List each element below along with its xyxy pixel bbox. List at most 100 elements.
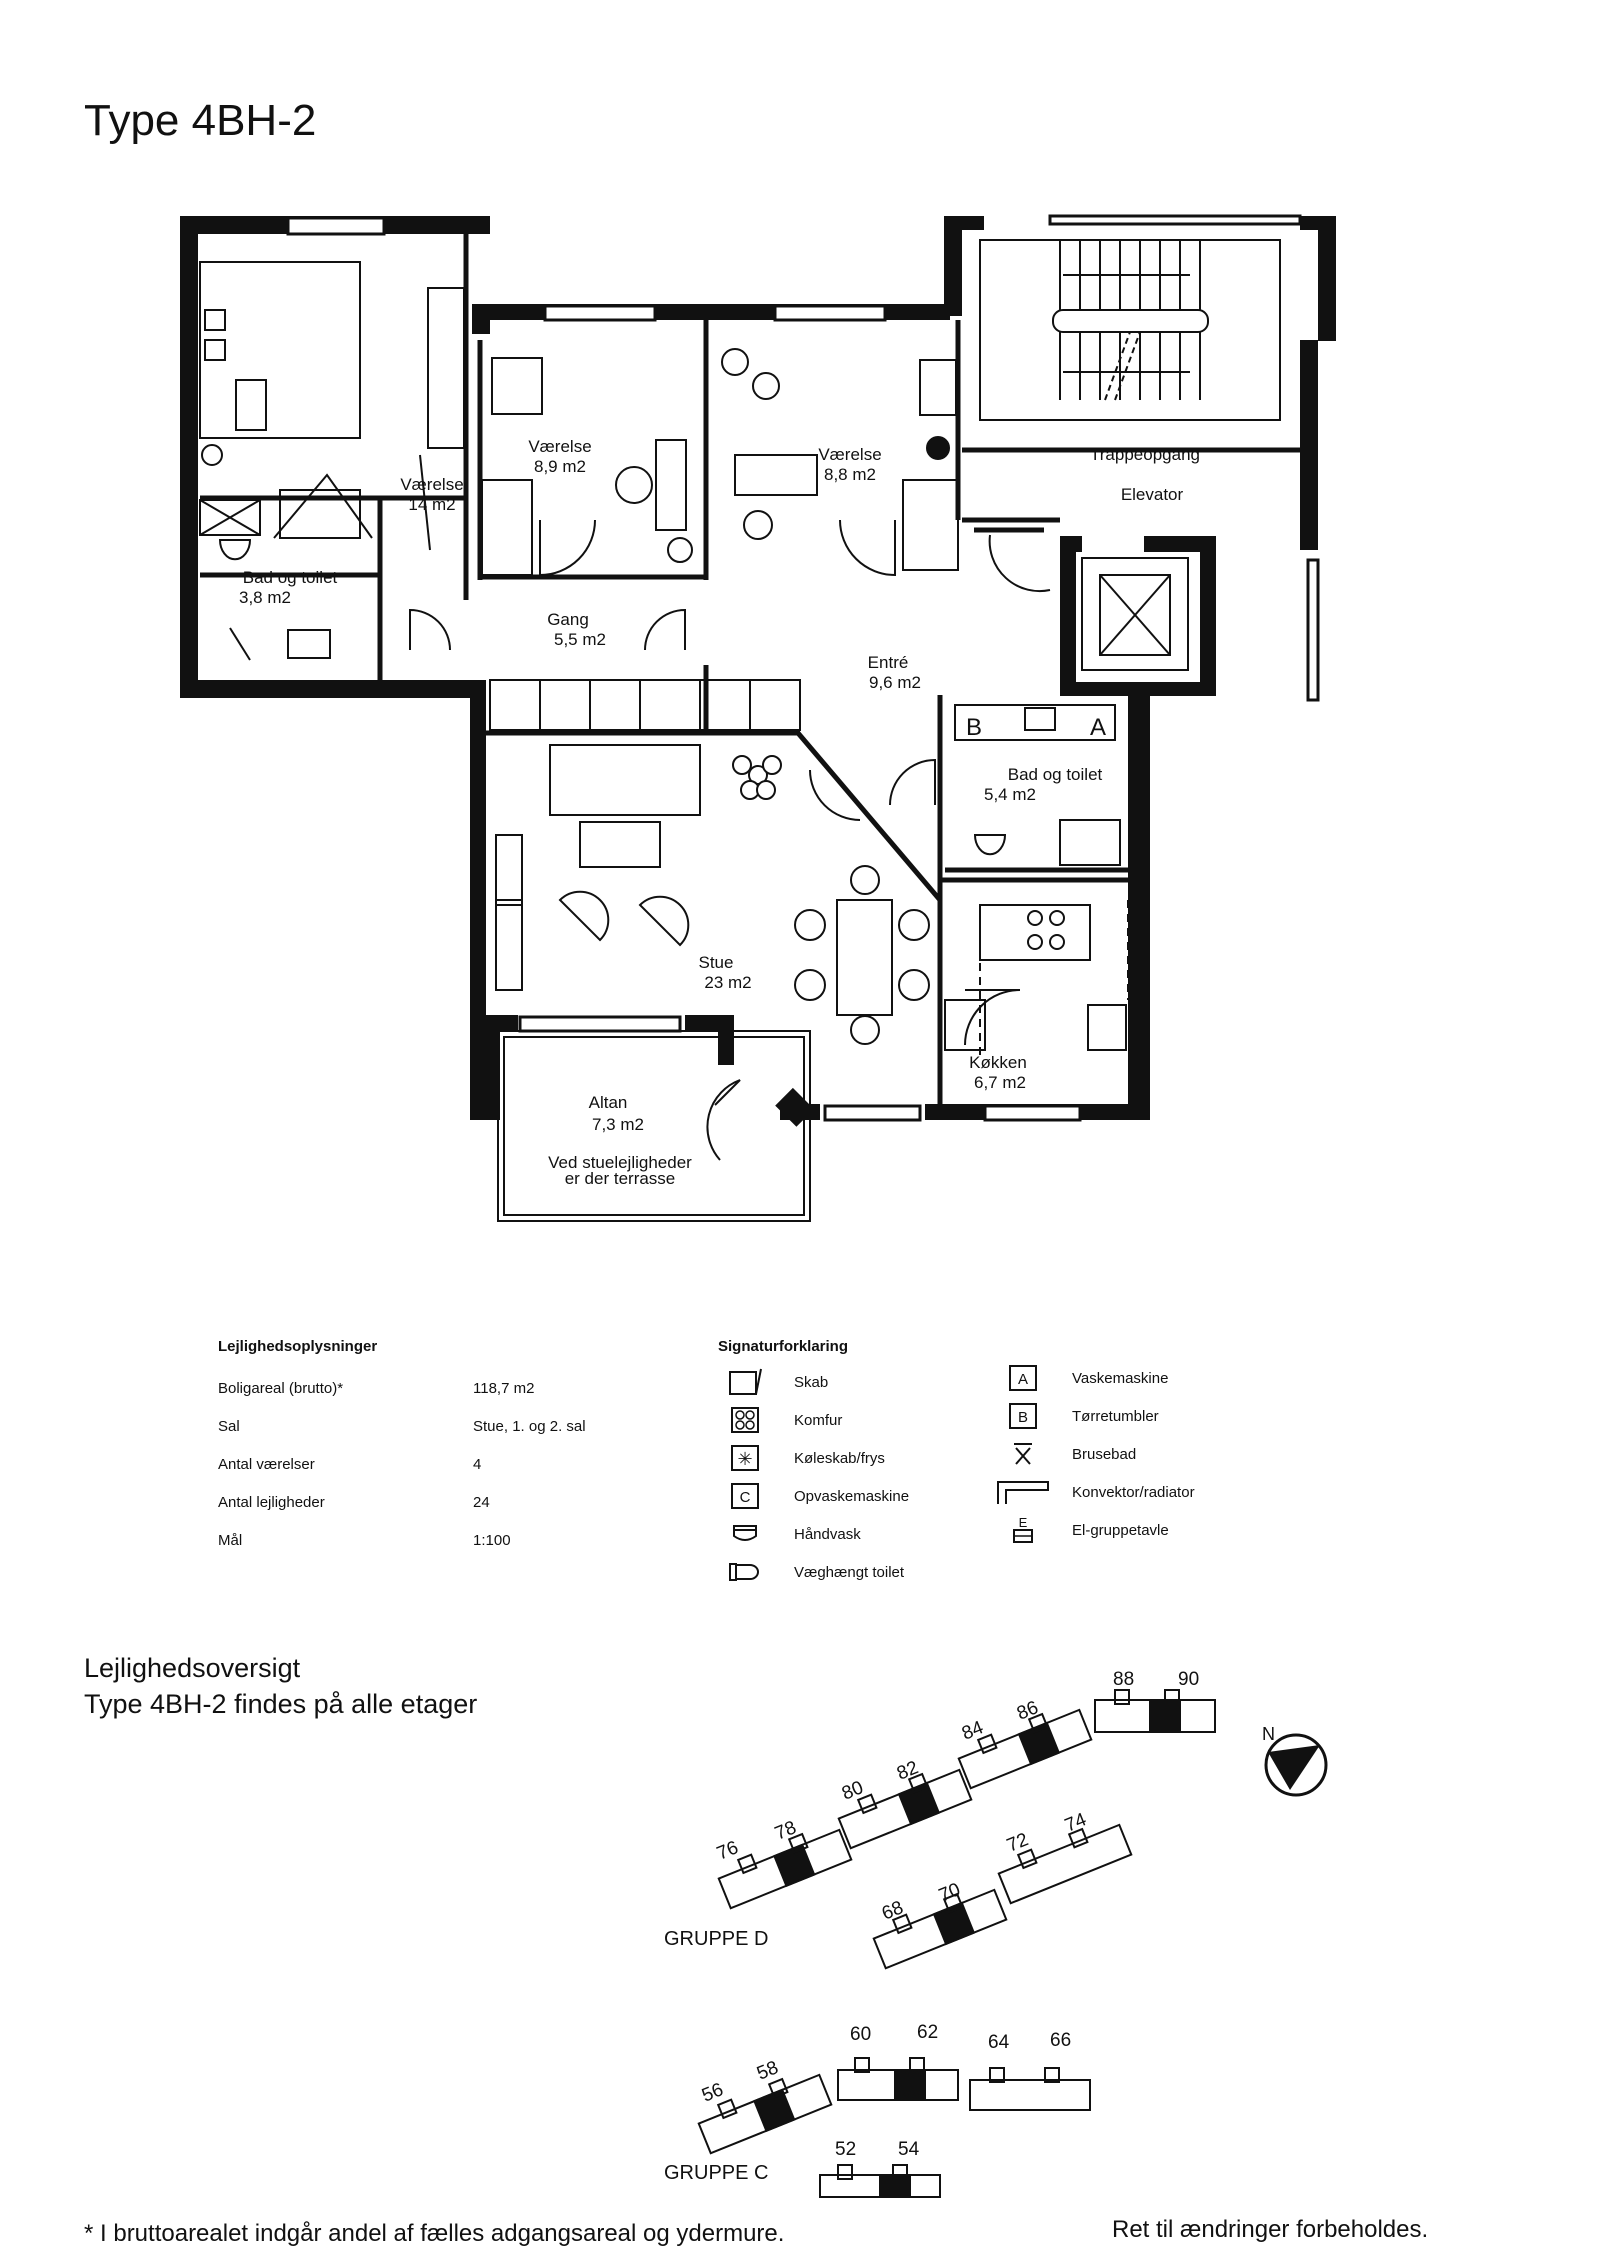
fuse-board-icon: E xyxy=(996,1515,1050,1544)
info-row: Sal Stue, 1. og 2. sal xyxy=(218,1407,586,1445)
info-label: Mål xyxy=(218,1531,243,1549)
room-name-bath-2: Bad og toilet xyxy=(1008,765,1103,784)
room-area-hallway: 5,5 m2 xyxy=(554,630,606,649)
building-64-66 xyxy=(969,2067,1091,2111)
building-number: 54 xyxy=(898,2139,920,2160)
building-68-70 xyxy=(872,1888,1008,1970)
overview-heading: Lejlighedsoversigt xyxy=(84,1653,301,1683)
changes-note: Ret til ændringer forbeholdes. xyxy=(1112,2216,1429,2243)
room-name-entrance: Entré xyxy=(868,653,909,672)
info-label: Boligareal (brutto)* xyxy=(218,1379,344,1397)
svg-text:E: E xyxy=(1019,1515,1028,1530)
room-name-living-room: Stue xyxy=(699,953,734,972)
info-value: 24 xyxy=(473,1493,490,1511)
dishwasher-icon: C xyxy=(718,1482,772,1510)
legend-label: Væghængt toilet xyxy=(794,1563,905,1581)
room-area-bath-1: 3,8 m2 xyxy=(239,588,291,607)
building-number: 84 xyxy=(959,1717,987,1745)
room-name-staircase: Trappeopgang xyxy=(1090,445,1200,464)
building-60-62 xyxy=(837,2057,959,2101)
room-area-kitchen: 6,7 m2 xyxy=(974,1073,1026,1092)
room-area-living-room: 23 m2 xyxy=(704,973,751,992)
tumble-dryer-marker: B xyxy=(966,714,982,741)
legend-label: Skab xyxy=(794,1373,829,1391)
legend-label: Håndvask xyxy=(794,1525,861,1543)
legend-heading: Signaturforklaring xyxy=(718,1338,849,1355)
info-row: Boligareal (brutto)* 118,7 m2 xyxy=(218,1369,586,1407)
footnote: * I bruttoarealet indgår andel af fælles… xyxy=(84,2220,785,2247)
fridge-freezer-icon: ✳ xyxy=(718,1444,772,1472)
info-row: Antal lejligheder 24 xyxy=(218,1483,586,1521)
room-name-bedroom-2: Værelse xyxy=(528,437,591,456)
sink-icon xyxy=(718,1520,772,1548)
legend-item: Komfur xyxy=(718,1406,842,1434)
cabinet-icon xyxy=(718,1368,772,1396)
building-84-86 xyxy=(957,1708,1093,1790)
building-number: 80 xyxy=(839,1777,866,1804)
washing-machine-icon: A xyxy=(996,1364,1050,1392)
building-number: 78 xyxy=(772,1817,799,1844)
floor-plan: Værelse 14 m2 Værelse 8,9 m2 Værelse 8,8… xyxy=(180,214,1336,1222)
info-value: Stue, 1. og 2. sal xyxy=(473,1417,586,1435)
overview-subheading: Type 4BH-2 findes på alle etager xyxy=(84,1689,478,1719)
room-area-balcony: 7,3 m2 xyxy=(592,1115,644,1134)
svg-text:A: A xyxy=(1018,1371,1028,1388)
building-72-74 xyxy=(997,1823,1133,1905)
room-name-elevator: Elevator xyxy=(1121,485,1184,504)
building-number: 86 xyxy=(1014,1697,1041,1724)
room-name-bedroom-1: Værelse xyxy=(400,475,463,494)
legend-label: Tørretumbler xyxy=(1072,1407,1159,1425)
balcony-note-line-2: er der terrasse xyxy=(565,1169,676,1188)
building-76-78 xyxy=(717,1828,853,1910)
building-56-58 xyxy=(697,2073,833,2155)
info-value: 4 xyxy=(473,1455,482,1473)
building-number: 62 xyxy=(917,2022,938,2043)
info-value: 118,7 m2 xyxy=(473,1379,535,1397)
legend-item: E El-gruppetavle xyxy=(996,1515,1169,1544)
legend-label: Vaskemaskine xyxy=(1072,1369,1169,1387)
room-name-bedroom-3: Værelse xyxy=(818,445,881,464)
room-area-bedroom-3: 8,8 m2 xyxy=(824,465,876,484)
room-name-balcony: Altan xyxy=(589,1093,628,1112)
room-area-entrance: 9,6 m2 xyxy=(869,673,921,692)
building-52-54 xyxy=(819,2164,941,2198)
building-80-82 xyxy=(837,1768,973,1850)
svg-text:✳: ✳ xyxy=(737,1449,752,1470)
building-number: 68 xyxy=(879,1897,906,1924)
building-number: 88 xyxy=(1113,1669,1134,1690)
legend-item: C Opvaskemaskine xyxy=(718,1482,909,1510)
room-area-bath-2: 5,4 m2 xyxy=(984,785,1036,804)
building-number: 90 xyxy=(1178,1669,1199,1690)
info-row: Mål 1:100 xyxy=(218,1521,586,1559)
legend-label: Køleskab/frys xyxy=(794,1449,885,1467)
room-area-bedroom-1: 14 m2 xyxy=(408,495,455,514)
legend-label: Brusebad xyxy=(1072,1445,1137,1463)
room-area-bedroom-2: 8,9 m2 xyxy=(534,457,586,476)
shower-icon xyxy=(996,1440,1050,1468)
building-number: 82 xyxy=(894,1757,921,1784)
room-name-kitchen: Køkken xyxy=(969,1053,1027,1072)
legend-item: B Tørretumbler xyxy=(996,1402,1159,1430)
wall-toilet-icon xyxy=(718,1558,772,1586)
legend-label: El-gruppetavle xyxy=(1072,1521,1169,1539)
svg-text:B: B xyxy=(1018,1409,1028,1426)
room-name-hallway: Gang xyxy=(547,610,589,629)
washing-machine-marker: A xyxy=(1090,714,1106,741)
building-number: 72 xyxy=(1004,1829,1031,1856)
building-number: 66 xyxy=(1050,2030,1071,2051)
info-value: 1:100 xyxy=(473,1531,511,1549)
apartment-info: Lejlighedsoplysninger Boligareal (brutto… xyxy=(218,1338,586,1559)
balcony-note-line-1: Ved stuelejligheder xyxy=(548,1153,692,1172)
stove-icon xyxy=(718,1406,772,1434)
svg-text:C: C xyxy=(740,1489,751,1506)
building-number: 52 xyxy=(835,2139,856,2160)
info-label: Antal værelser xyxy=(218,1455,315,1473)
legend-item: Brusebad xyxy=(996,1440,1136,1468)
radiator-icon xyxy=(996,1478,1050,1506)
legend-item: Håndvask xyxy=(718,1520,861,1548)
legend-item: Skab xyxy=(718,1368,828,1396)
building-88-90 xyxy=(1094,1689,1216,1733)
legend-item: ✳ Køleskab/frys xyxy=(718,1444,885,1472)
info-row: Antal værelser 4 xyxy=(218,1445,586,1483)
legend-item: Konvektor/radiator xyxy=(996,1478,1195,1506)
